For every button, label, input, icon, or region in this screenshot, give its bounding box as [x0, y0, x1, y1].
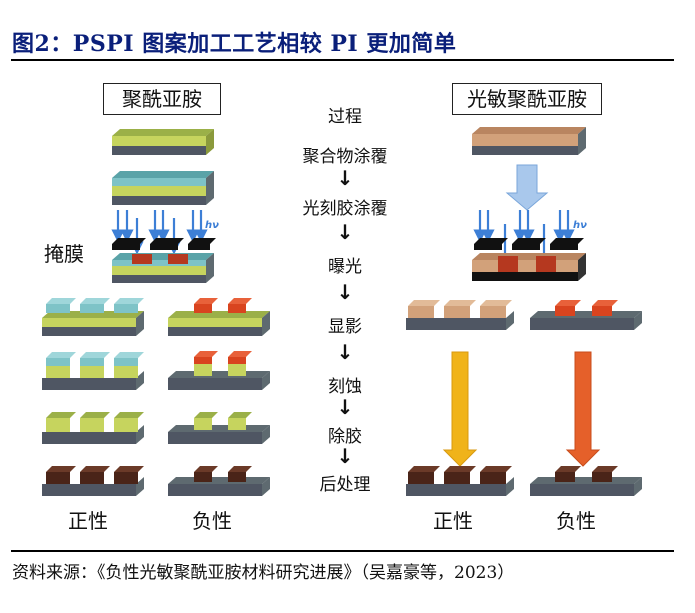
- negative-cure: [168, 466, 270, 496]
- arrow-down-icon: ↓: [336, 166, 354, 190]
- source-divider: [11, 550, 674, 552]
- step-etching: 刻蚀: [328, 377, 362, 397]
- hv-label-right: hν: [573, 220, 587, 231]
- resist-coated-slab: [112, 171, 214, 205]
- negative-etch: [168, 351, 270, 390]
- pspi-negative-cure: [530, 466, 642, 496]
- mask-label: 掩膜: [44, 242, 84, 266]
- arrow-down-icon: ↓: [336, 444, 354, 468]
- figure-title: 图2：PSPI 图案加工工艺相较 PI 更加简单: [12, 31, 457, 57]
- positive-cure: [42, 466, 144, 496]
- pi-positive-label: 正性: [68, 509, 108, 533]
- arrow-down-icon: ↓: [336, 340, 354, 364]
- pi-coated-slab: [112, 129, 214, 155]
- negative-strip: [168, 412, 270, 444]
- pspi-positive-develop: [406, 300, 514, 330]
- title-divider: [11, 59, 674, 61]
- negative-develop: [168, 298, 270, 336]
- exposed-slab-right: [472, 253, 586, 281]
- exposed-slab-left: [112, 253, 214, 283]
- step-exposure: 曝光: [328, 257, 362, 277]
- pspi-coated-slab: [472, 127, 586, 155]
- pspi-negative-develop: [530, 300, 642, 330]
- pspi-positive-cure: [406, 466, 514, 496]
- photomask-right: [474, 238, 584, 250]
- positive-etch: [42, 352, 144, 390]
- arrow-down-icon: ↓: [336, 395, 354, 419]
- arrow-down-icon: ↓: [336, 280, 354, 304]
- step-development: 显影: [328, 317, 362, 337]
- pspi-header-box: 光敏聚酰亚胺: [452, 83, 602, 115]
- step-photoresist-coating: 光刻胶涂覆: [302, 199, 388, 219]
- pi-header-box: 聚酰亚胺: [103, 83, 221, 115]
- figure-source: 资料来源：《负性光敏聚酰亚胺材料研究进展》（吴嘉豪等，2023）: [12, 563, 515, 583]
- light-arrows-right: [473, 210, 575, 267]
- arrow-down-icon: ↓: [336, 220, 354, 244]
- step-resist-strip: 除胶: [328, 427, 362, 447]
- positive-strip: [42, 412, 144, 444]
- pspi-positive-label: 正性: [433, 509, 473, 533]
- step-polymer-coating: 聚合物涂覆: [302, 147, 388, 167]
- process-header: 过程: [328, 107, 362, 127]
- pi-negative-label: 负性: [192, 509, 232, 533]
- negative-shortcut-arrow: [565, 351, 601, 467]
- positive-shortcut-arrow: [442, 351, 478, 467]
- photomask-left: [112, 238, 216, 250]
- pspi-negative-label: 负性: [556, 509, 596, 533]
- step-post-treatment: 后处理: [319, 475, 371, 495]
- process-shortcut-arrow: [505, 164, 549, 211]
- hv-label-left: hν: [205, 220, 219, 231]
- positive-develop: [42, 298, 144, 336]
